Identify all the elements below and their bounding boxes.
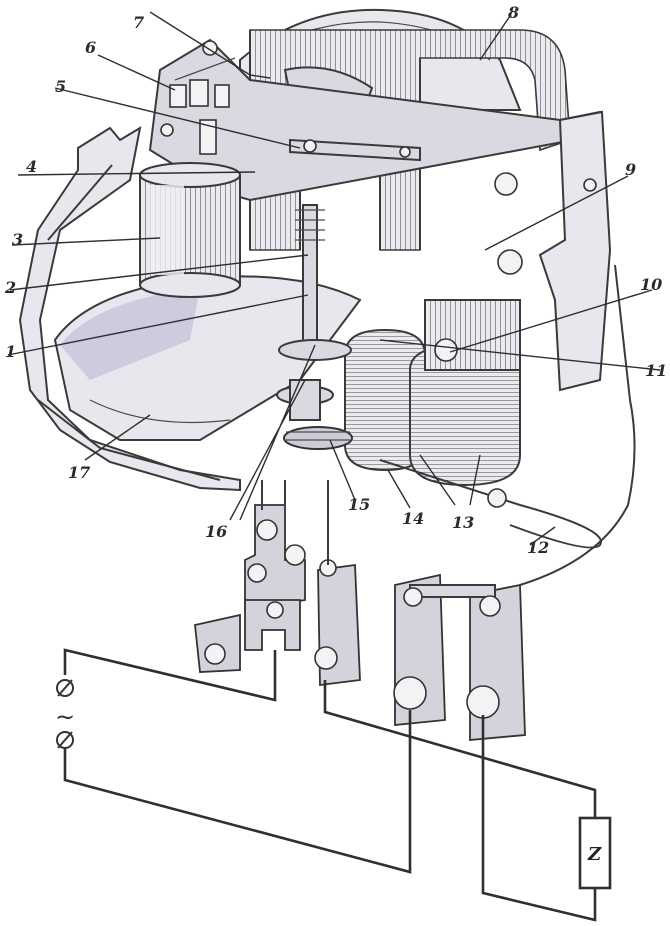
callout-3: 3 [12, 230, 23, 249]
meter-frame [18, 125, 241, 492]
callout-11: 11 [645, 361, 667, 380]
callout-labels: 7 8 6 5 4 3 2 1 9 10 11 12 13 14 15 16 1… [4, 3, 667, 557]
callout-14: 14 [402, 509, 424, 528]
callout-5: 5 [55, 77, 66, 96]
leader-lines [7, 11, 661, 546]
callout-13: 13 [452, 513, 474, 532]
callout-2: 2 [4, 278, 16, 297]
current-coils [344, 299, 521, 487]
load-label: Z [587, 844, 602, 865]
compensating-loop [379, 459, 602, 549]
callout-8: 8 [507, 3, 519, 22]
top-components [160, 40, 230, 155]
braking-magnet [139, 162, 241, 298]
callout-10: 10 [640, 275, 662, 294]
terminal-right-pair [393, 264, 636, 741]
load-box [578, 816, 612, 890]
callout-4: 4 [26, 157, 37, 176]
callout-17: 17 [68, 463, 90, 482]
counter-gears [276, 339, 353, 450]
load: Z [578, 816, 612, 890]
callout-1: 1 [5, 342, 16, 361]
callout-16: 16 [205, 522, 227, 541]
callout-9: 9 [625, 160, 636, 179]
callout-7: 7 [133, 13, 144, 32]
right-bracket [494, 110, 612, 392]
ac-symbol: ~ [55, 703, 75, 731]
callout-6: 6 [85, 38, 96, 57]
callout-12: 12 [527, 538, 549, 557]
ac-supply: ~ [55, 679, 75, 749]
callout-15: 15 [348, 495, 370, 514]
terminal-left-pair [194, 480, 361, 687]
